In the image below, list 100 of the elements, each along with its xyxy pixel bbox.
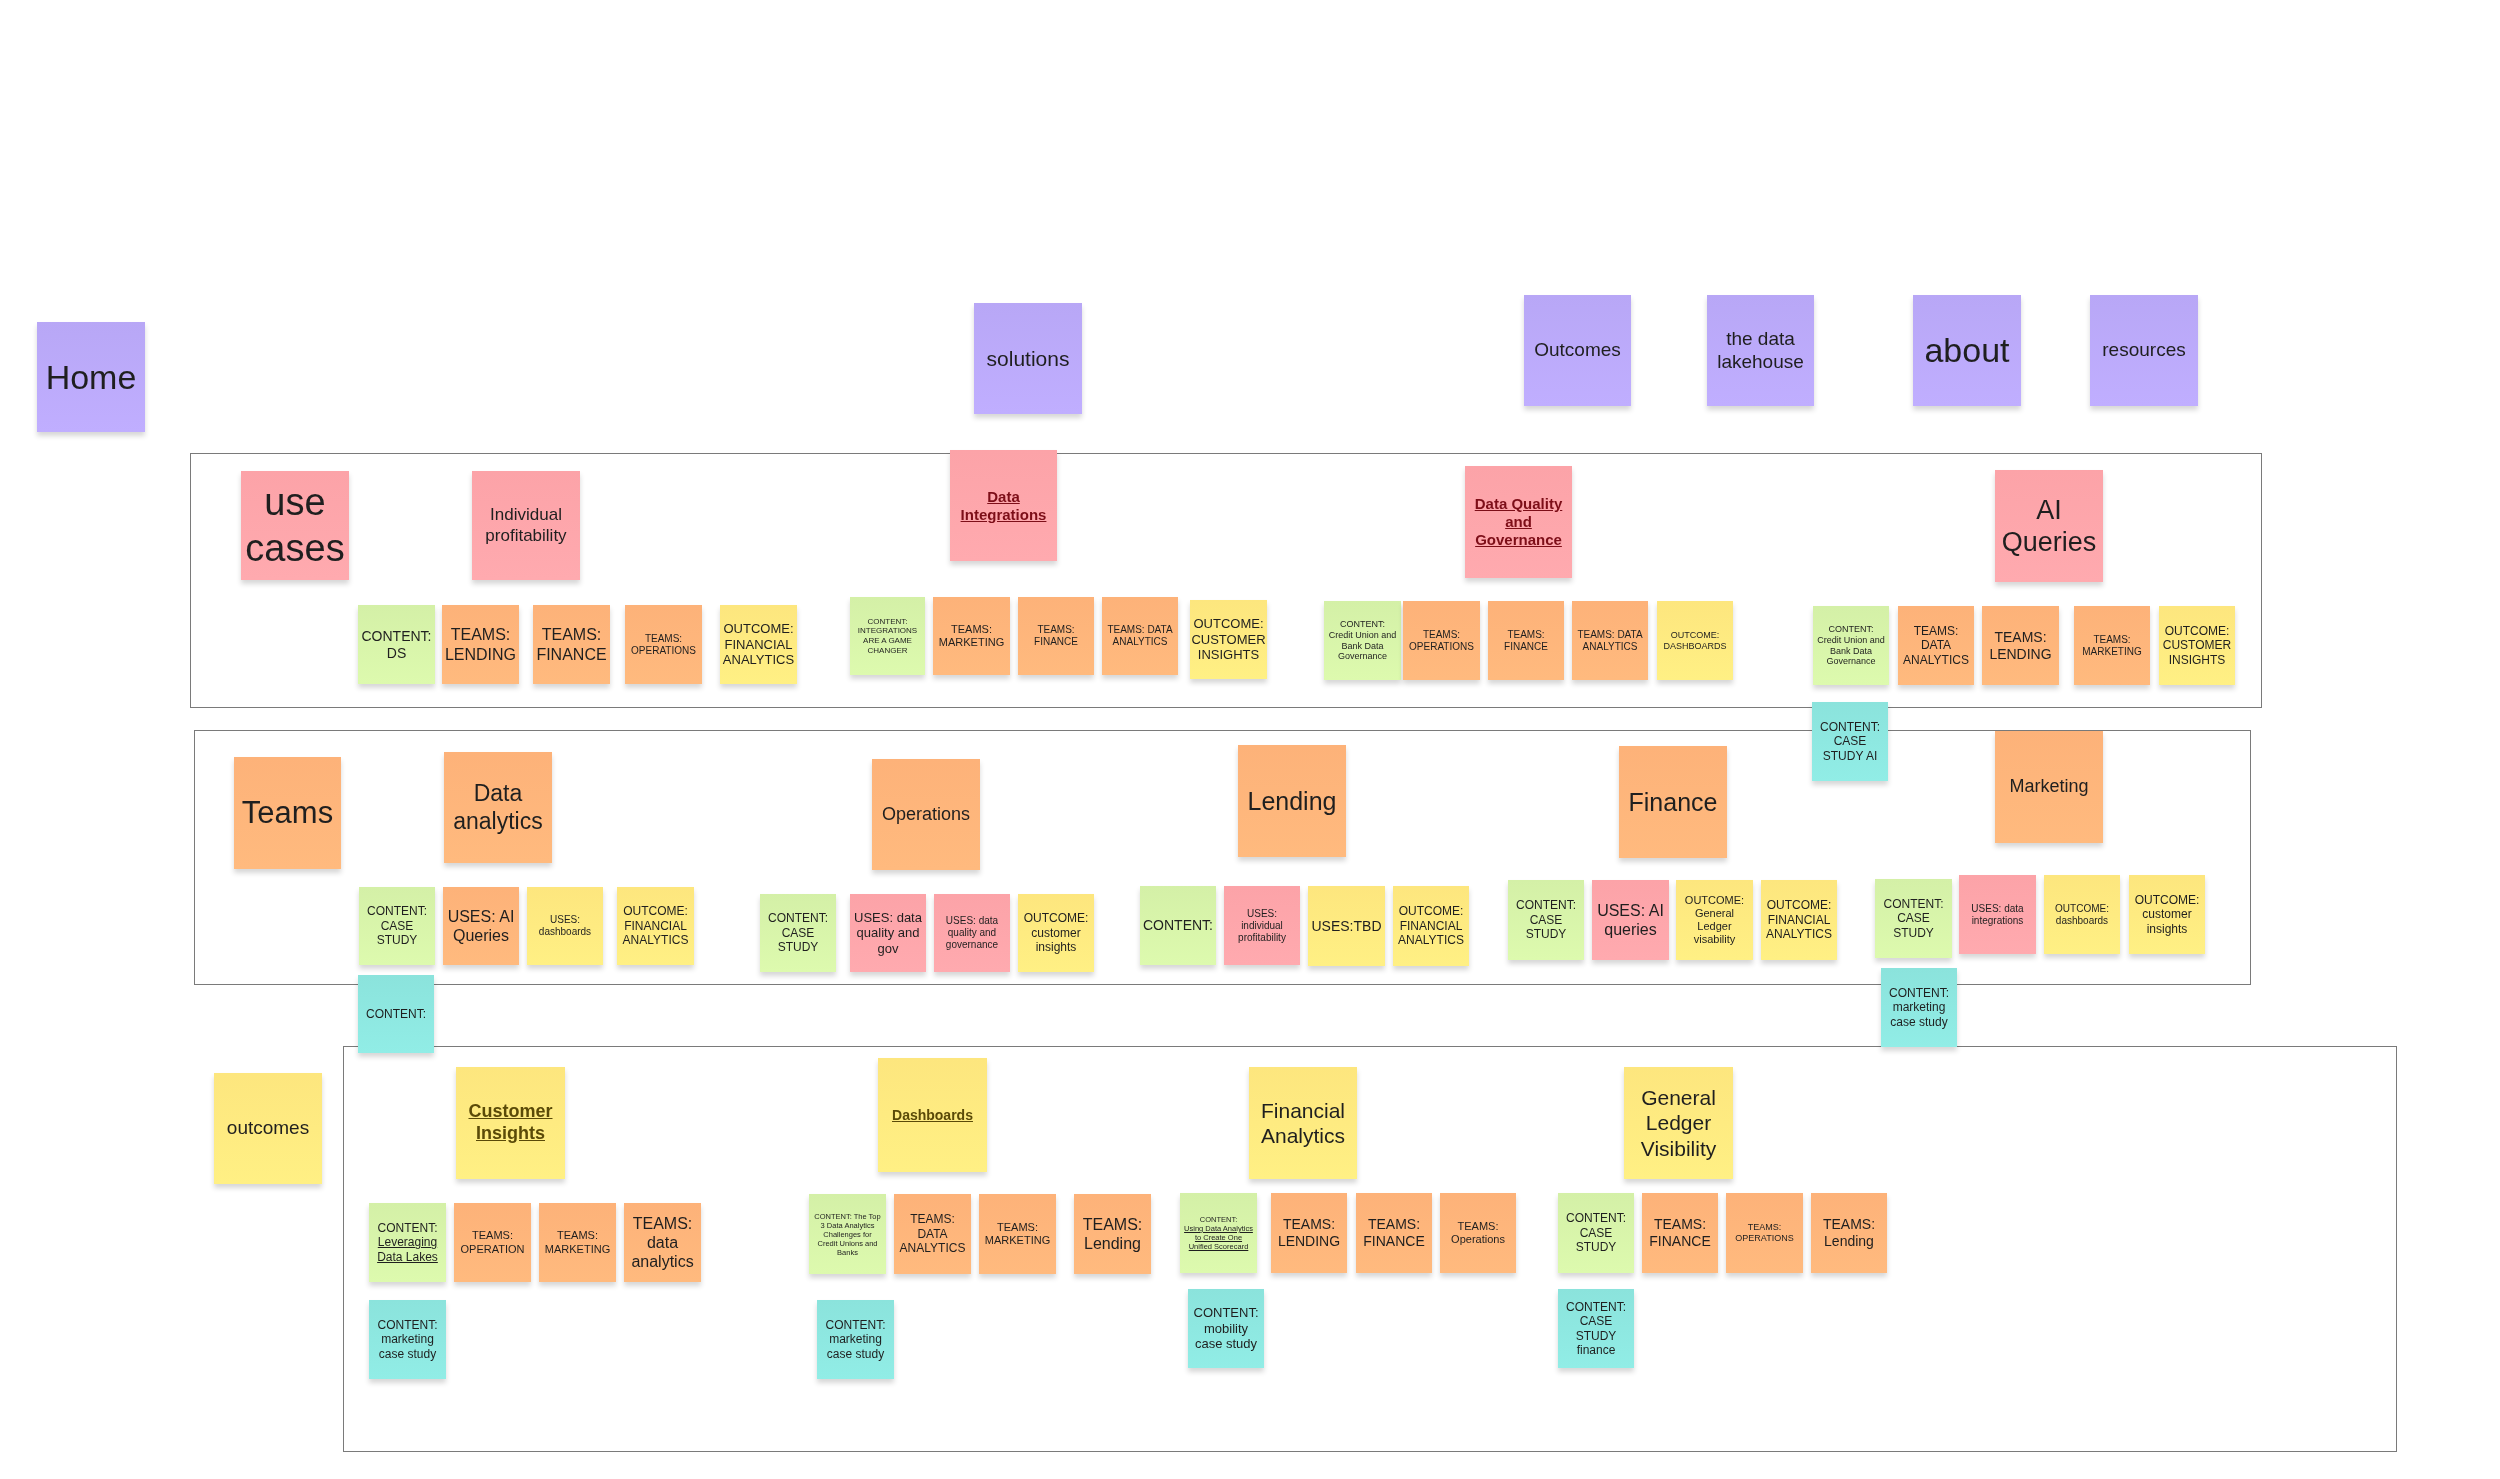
note-text: USES: dashboards (537, 914, 593, 938)
note-text: CONTENT: CASE STUDY (1565, 1211, 1627, 1255)
note-text: use cases (245, 479, 345, 571)
note-text: solutions (986, 345, 1070, 372)
sticky-note (1881, 968, 1957, 1047)
sticky-note (1558, 1289, 1634, 1368)
note-text: CONTENT: INTEGRATIONS ARE A GAME CHANGER (856, 616, 919, 656)
note-text: OUTCOME: CUSTOMER INSIGHTS (1191, 616, 1266, 663)
note-text: Data Quality and Governance (1473, 495, 1564, 549)
sticky-note (1982, 606, 2059, 685)
note-text: CONTENT: Credit Union and Bank Data Governance (1328, 618, 1397, 663)
note-text: OUTCOME: FINANCIAL ANALYTICS (1765, 898, 1833, 942)
sticky-note (850, 597, 925, 675)
group-frame (194, 730, 2251, 985)
note-text: Operations (881, 803, 971, 826)
sticky-note (1726, 1193, 1803, 1273)
sticky-note (1813, 606, 1889, 685)
note-text: TEAMS: DATA ANALYTICS (1902, 623, 1970, 668)
note-text: TEAMS: LENDING (1988, 628, 2053, 663)
sticky-note (369, 1203, 446, 1282)
sticky-note (1995, 470, 2103, 582)
sticky-note (456, 1067, 565, 1179)
note-text: Lending (1247, 786, 1337, 816)
note-text: TEAMS: OPERATION (459, 1229, 526, 1256)
sticky-note (809, 1194, 886, 1274)
sticky-note (1190, 600, 1267, 679)
sticky-note (1271, 1193, 1347, 1273)
sticky-note (1224, 886, 1300, 965)
sticky-note (878, 1058, 987, 1172)
sticky-note (1465, 466, 1572, 578)
sticky-note (1356, 1193, 1432, 1273)
sticky-note (442, 605, 519, 684)
sticky-note (1508, 880, 1584, 960)
sticky-note (974, 303, 1082, 414)
note-text: USES: AI Queries (447, 906, 515, 946)
note-text: CONTENT: (1143, 917, 1213, 934)
sticky-note (1102, 597, 1178, 675)
sticky-note (358, 605, 435, 684)
note-text: CONTENT: CASE STUDY (1515, 898, 1577, 942)
sticky-note (1812, 702, 1888, 781)
sticky-note (539, 1203, 616, 1282)
note-text: resources (2102, 339, 2186, 362)
sticky-note (1624, 1067, 1733, 1179)
sticky-note (533, 605, 610, 684)
sticky-note (444, 752, 552, 863)
sticky-note (1657, 601, 1733, 680)
sticky-note (2090, 295, 2198, 406)
sticky-note (950, 450, 1057, 561)
note-text: Individual profitability (484, 505, 568, 546)
note-text: OUTCOME: CUSTOMER INSIGHTS (2162, 623, 2232, 668)
sticky-note (1572, 601, 1648, 680)
note-text: OUTCOME: dashboards (2054, 902, 2110, 927)
sticky-note (1875, 879, 1952, 958)
sticky-note (1995, 731, 2103, 843)
sticky-note (1188, 1289, 1264, 1368)
sticky-note (2129, 875, 2205, 954)
sticky-note (1140, 886, 1216, 965)
sticky-note (1308, 886, 1385, 966)
note-text: USES:TBD (1311, 917, 1382, 935)
note-text: TEAMS: FINANCE (1033, 624, 1079, 648)
note-text: Data analytics (452, 779, 544, 836)
note-text: TEAMS: FINANCE (1648, 1216, 1712, 1250)
sticky-note (1403, 601, 1480, 680)
note-text: OUTCOME: FINANCIAL ANALYTICS (1397, 904, 1465, 948)
sticky-note (234, 757, 341, 869)
note-text: CONTENT: (377, 1220, 438, 1236)
sticky-note (1440, 1193, 1516, 1273)
sticky-note (872, 759, 980, 870)
note-text: AI Queries (2000, 493, 2098, 559)
note-text: Financial Analytics (1259, 1097, 1346, 1149)
note-text: USES: AI queries (1596, 900, 1665, 940)
sticky-note (934, 894, 1010, 972)
sticky-note (1488, 601, 1564, 680)
sticky-note (933, 597, 1010, 675)
sticky-note (1018, 894, 1094, 972)
note-text: USES: data quality and governance (944, 915, 1000, 951)
sticky-note (894, 1194, 971, 1274)
note-text: CONTENT: CASE STUDY (1882, 896, 1945, 941)
sticky-note (358, 975, 434, 1053)
note-text: CONTENT: CASE STUDY finance (1565, 1299, 1627, 1358)
note-text: TEAMS: FINANCE (1362, 1216, 1426, 1250)
sticky-note (1913, 295, 2021, 406)
note-text: Customer Insights (467, 1101, 554, 1145)
note-text: OUTCOME: customer insights (1022, 911, 1090, 955)
note-text: Outcomes (1534, 339, 1621, 362)
sticky-note (443, 887, 519, 965)
note-text: OUTCOME: FINANCIAL ANALYTICS (621, 904, 690, 948)
note-text: TEAMS: DATA ANALYTICS (1576, 628, 1644, 653)
sticky-note (1074, 1194, 1151, 1274)
note-text: TEAMS: MARKETING (2081, 633, 2143, 658)
note-text: TEAMS: OPERATIONS (1408, 628, 1475, 653)
note-text: TEAMS: MARKETING (937, 622, 1006, 650)
sticky-note (1761, 880, 1837, 960)
note-text: TEAMS: MARKETING (543, 1229, 612, 1256)
note-text: OUTCOME: DASHBOARDS (1662, 629, 1728, 652)
note-text: TEAMS: MARKETING (983, 1220, 1052, 1248)
note-text: TEAMS: LENDING (444, 625, 517, 664)
sticky-note (369, 1300, 446, 1379)
note-text: CONTENT: (366, 1006, 426, 1022)
note-text: TEAMS: DATA ANALYTICS (1106, 624, 1174, 648)
